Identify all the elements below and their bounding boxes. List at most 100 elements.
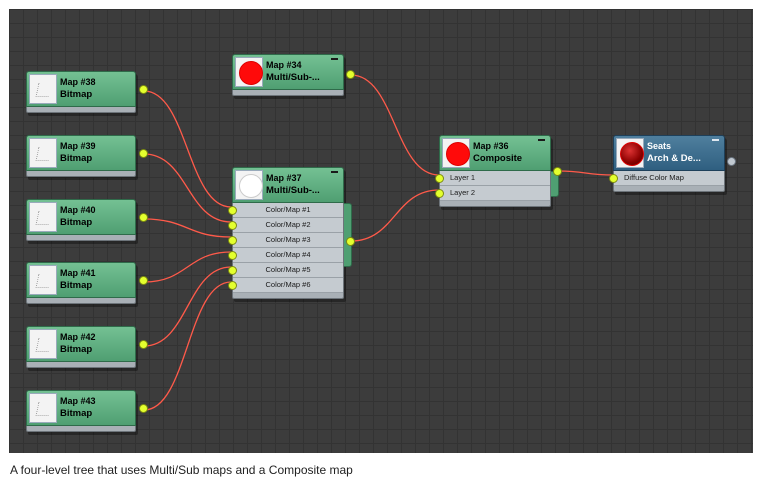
connection-wire[interactable] [143, 218, 232, 238]
connection-wire[interactable] [557, 170, 614, 176]
material-thumbnail [616, 138, 644, 168]
output-socket[interactable] [727, 157, 736, 166]
bitmap-thumbnail [29, 329, 57, 359]
input-slot[interactable]: Layer 2 [435, 186, 550, 201]
input-slot[interactable]: Layer 1 [435, 171, 550, 186]
node-map-39[interactable]: Map #39 Bitmap [26, 135, 148, 177]
input-socket[interactable] [435, 174, 444, 183]
node-map-43[interactable]: Map #43 Bitmap [26, 390, 148, 432]
map-thumbnail [235, 57, 263, 87]
input-socket[interactable] [609, 174, 618, 183]
slot-list: Diffuse Color Map [609, 171, 725, 186]
bitmap-thumbnail [29, 74, 57, 104]
figure-caption: A four-level tree that uses Multi/Sub ma… [10, 463, 353, 477]
node-title: Map #34 [266, 60, 302, 70]
slate-material-editor-view[interactable]: Map #38 Bitmap Map #39 Bitmap Map #40 Bi… [9, 9, 753, 453]
connection-wire[interactable] [143, 251, 232, 283]
node-footer [613, 186, 725, 192]
node-footer [26, 235, 136, 241]
minimize-icon[interactable] [538, 139, 545, 141]
node-title: Map #40 [60, 205, 96, 215]
node-title: Map #43 [60, 396, 96, 406]
node-map-37[interactable]: Map #37 Multi/Sub-... Color/Map #1 Color… [228, 167, 355, 299]
output-socket[interactable] [139, 149, 148, 158]
input-socket[interactable] [228, 206, 237, 215]
bitmap-thumbnail [29, 265, 57, 295]
node-type: Multi/Sub-... [266, 185, 320, 196]
node-map-38[interactable]: Map #38 Bitmap [26, 71, 148, 113]
input-slot[interactable]: Color/Map #2 [228, 218, 343, 233]
minimize-icon[interactable] [712, 139, 719, 141]
output-socket[interactable] [139, 213, 148, 222]
node-footer [232, 293, 344, 299]
node-footer [26, 107, 136, 113]
minimize-icon[interactable] [331, 171, 338, 173]
output-socket[interactable] [139, 85, 148, 94]
input-socket[interactable] [228, 251, 237, 260]
node-type: Bitmap [60, 280, 93, 291]
node-type: Bitmap [60, 344, 93, 355]
connection-wire[interactable] [143, 90, 232, 208]
output-socket[interactable] [346, 70, 355, 79]
input-socket[interactable] [228, 236, 237, 245]
minimize-icon[interactable] [331, 58, 338, 60]
map-thumbnail [442, 138, 470, 168]
slot-list: Color/Map #1 Color/Map #2 Color/Map #3 C… [228, 203, 344, 293]
node-footer [232, 90, 344, 96]
node-title: Map #39 [60, 141, 96, 151]
node-title: Map #36 [473, 141, 509, 151]
input-slot[interactable]: Color/Map #5 [228, 263, 343, 278]
node-header[interactable]: Map #43 Bitmap [26, 390, 136, 426]
node-map-40[interactable]: Map #40 Bitmap [26, 199, 148, 241]
node-map-42[interactable]: Map #42 Bitmap [26, 326, 148, 368]
input-slot[interactable]: Color/Map #1 [228, 203, 343, 218]
node-footer [26, 426, 136, 432]
node-map-34[interactable]: Map #34 Multi/Sub-... [232, 54, 355, 96]
input-slot[interactable]: Diffuse Color Map [609, 171, 724, 186]
connection-wire[interactable] [350, 74, 440, 176]
input-socket[interactable] [435, 189, 444, 198]
output-socket[interactable] [139, 404, 148, 413]
input-slot[interactable]: Color/Map #6 [228, 278, 343, 293]
node-header[interactable]: Map #34 Multi/Sub-... [232, 54, 344, 90]
output-socket[interactable] [346, 237, 355, 246]
node-footer [439, 201, 551, 207]
output-socket[interactable] [139, 276, 148, 285]
connection-wire[interactable] [143, 266, 232, 347]
node-header[interactable]: Map #38 Bitmap [26, 71, 136, 107]
node-type: Bitmap [60, 217, 93, 228]
node-type: Multi/Sub-... [266, 72, 320, 83]
input-socket[interactable] [228, 281, 237, 290]
node-type: Bitmap [60, 408, 93, 419]
node-title: Seats [647, 141, 672, 151]
input-socket[interactable] [228, 221, 237, 230]
input-slot[interactable]: Color/Map #3 [228, 233, 343, 248]
output-socket[interactable] [139, 340, 148, 349]
node-type: Bitmap [60, 89, 93, 100]
node-header[interactable]: Map #40 Bitmap [26, 199, 136, 235]
node-header[interactable]: Map #42 Bitmap [26, 326, 136, 362]
node-title: Map #38 [60, 77, 96, 87]
input-socket[interactable] [228, 266, 237, 275]
node-map-41[interactable]: Map #41 Bitmap [26, 262, 148, 304]
node-footer [26, 171, 136, 177]
connection-wire[interactable] [143, 281, 232, 411]
node-type: Arch & De... [647, 153, 701, 164]
output-socket[interactable] [553, 167, 562, 176]
node-title: Map #42 [60, 332, 96, 342]
node-header[interactable]: Map #41 Bitmap [26, 262, 136, 298]
node-footer [26, 362, 136, 368]
node-map-36[interactable]: Map #36 Composite Layer 1 Layer 2 [435, 135, 562, 207]
connection-wire[interactable] [350, 189, 440, 242]
node-seats-material[interactable]: Seats Arch & De... Diffuse Color Map [609, 135, 736, 192]
node-header[interactable]: Map #37 Multi/Sub-... [232, 167, 344, 203]
node-header[interactable]: Map #36 Composite [439, 135, 551, 171]
node-title: Map #37 [266, 173, 302, 183]
slot-list: Layer 1 Layer 2 [435, 171, 551, 201]
node-header[interactable]: Seats Arch & De... [613, 135, 725, 171]
bitmap-thumbnail [29, 393, 57, 423]
node-header[interactable]: Map #39 Bitmap [26, 135, 136, 171]
map-thumbnail [235, 170, 263, 200]
input-slot[interactable]: Color/Map #4 [228, 248, 343, 263]
connection-wire[interactable] [143, 153, 232, 223]
